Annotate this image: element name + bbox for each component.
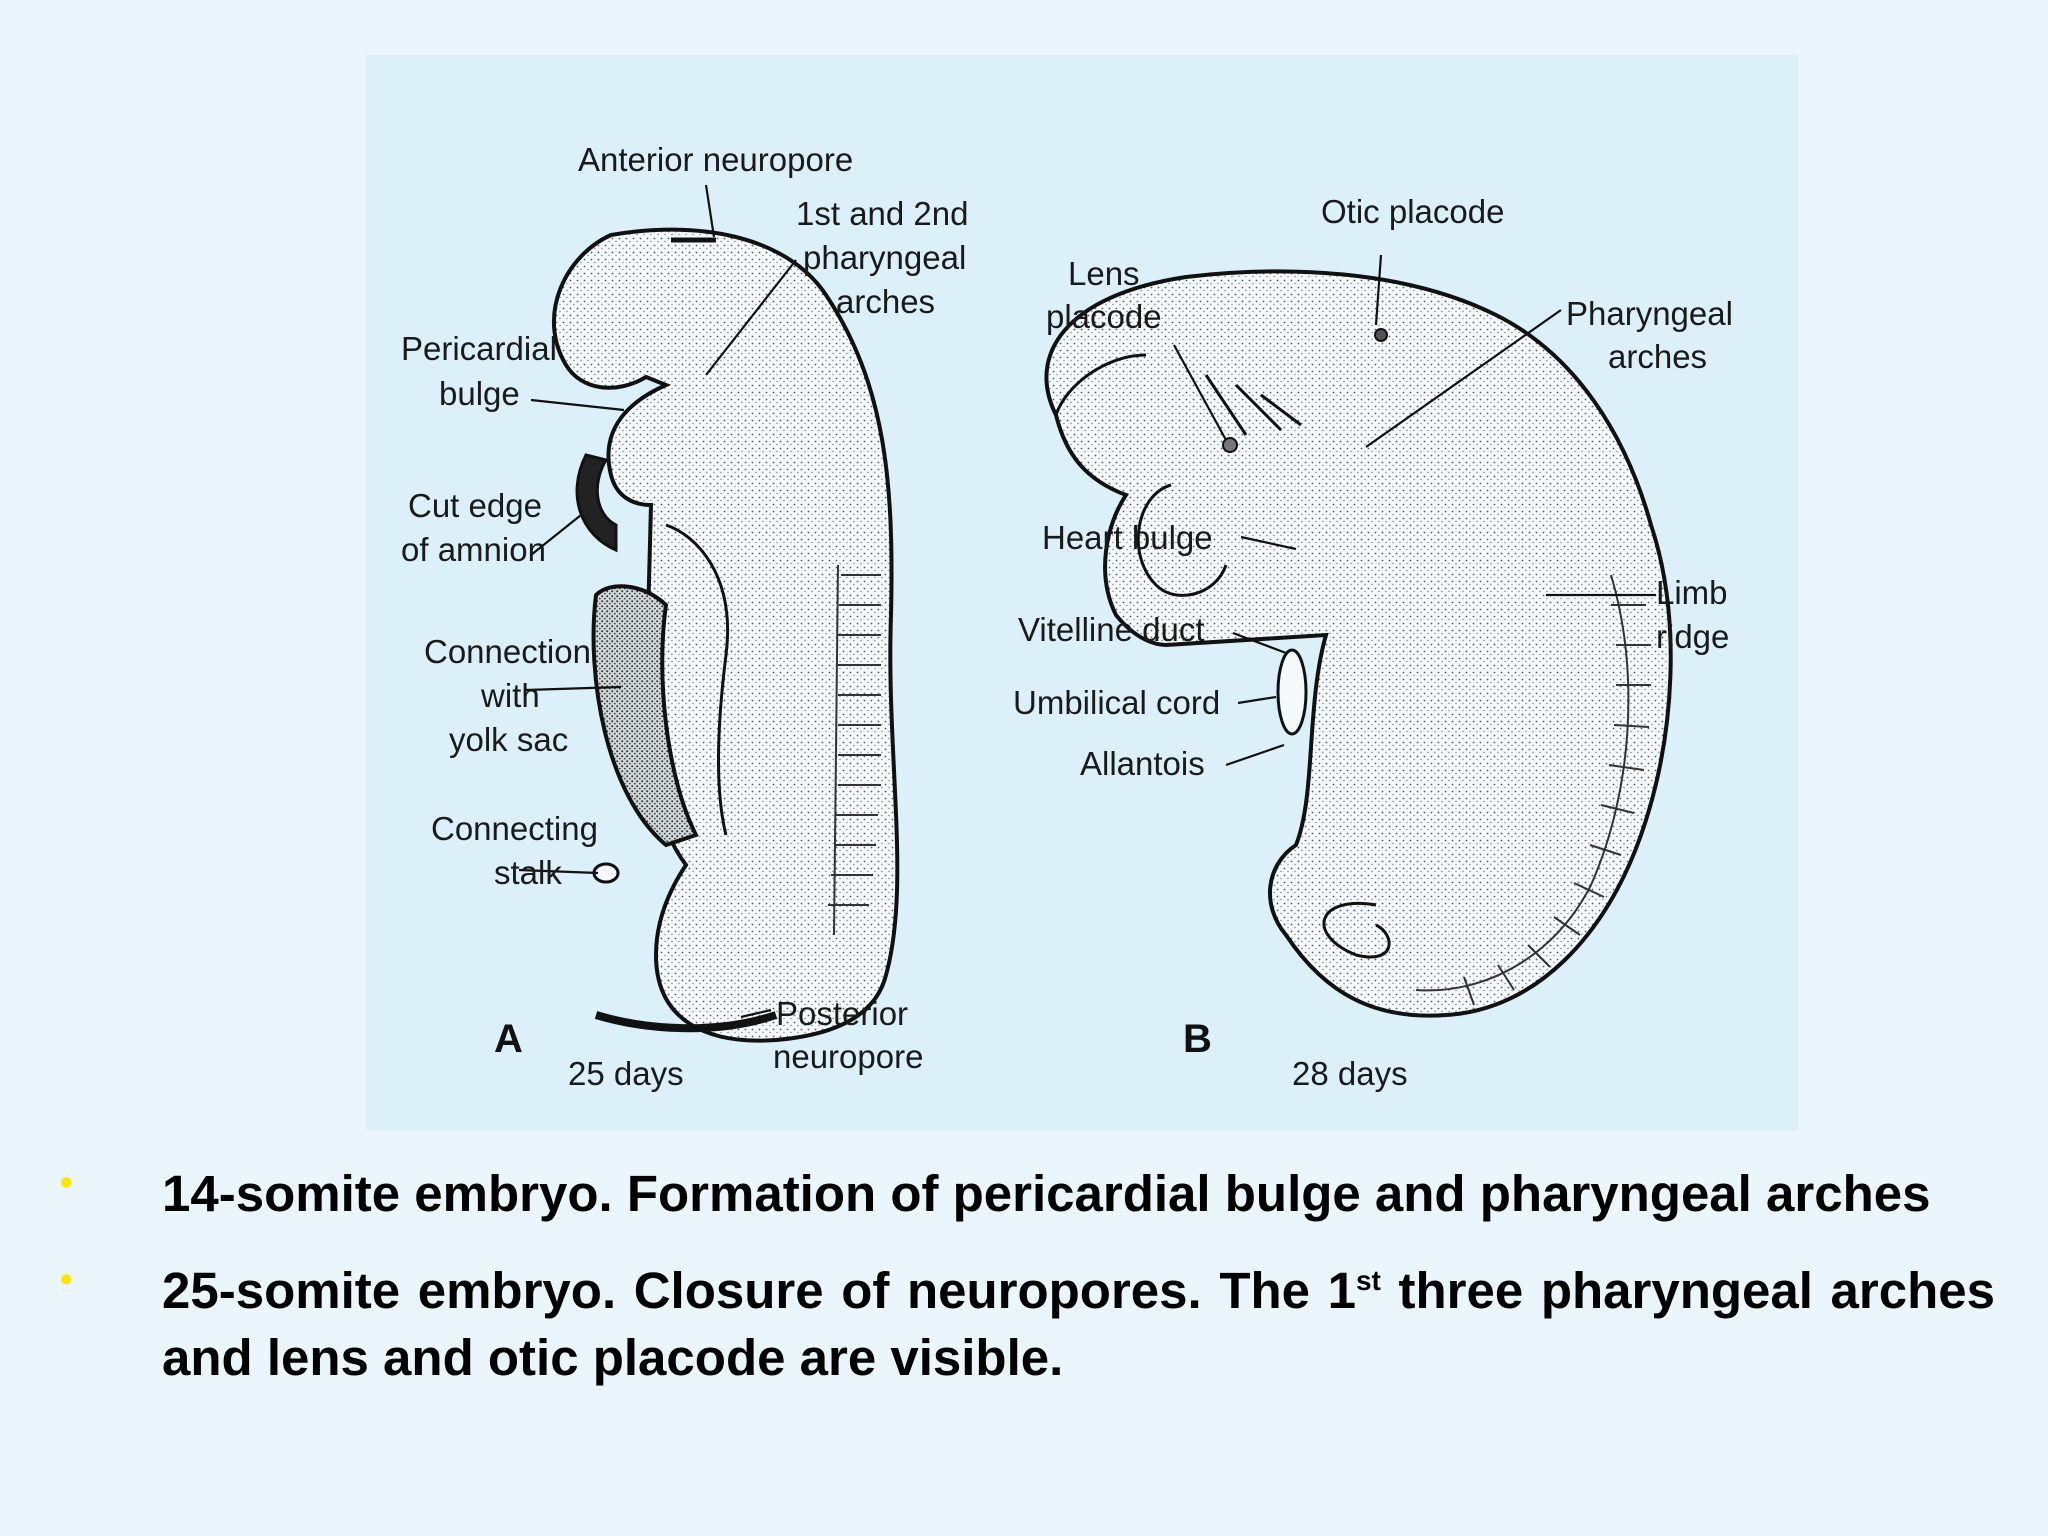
superscript: st	[1355, 1265, 1381, 1296]
label-yolk-1: Connection	[424, 633, 591, 670]
embryo-a-drawing	[551, 227, 900, 1043]
bullet-item: • 25-somite embryo. Closure of neuropore…	[60, 1257, 1995, 1391]
label-posterior-2: neuropore	[773, 1038, 923, 1075]
label-otic-placode: Otic placode	[1321, 193, 1504, 230]
label-pharyngeal-2: arches	[1608, 338, 1707, 375]
label-arches-1: 1st and 2nd	[796, 195, 968, 232]
label-umbilical-cord: Umbilical cord	[1013, 684, 1220, 721]
embryo-figure: Anterior neuropore 1st and 2nd pharyngea…	[366, 55, 1798, 1130]
label-vitelline-duct: Vitelline duct	[1018, 611, 1205, 648]
label-arches-2: pharyngeal	[803, 239, 966, 276]
label-anterior-neuropore: Anterior neuropore	[578, 141, 853, 178]
label-allantois: Allantois	[1080, 745, 1205, 782]
label-arches-3: arches	[836, 283, 935, 320]
panel-a-age: 25 days	[568, 1055, 684, 1092]
label-pericardial-2: bulge	[439, 375, 520, 412]
bullet-text: 14-somite embryo. Formation of pericardi…	[162, 1165, 1931, 1222]
label-lens-1: Lens	[1068, 255, 1140, 292]
label-limb-2: ridge	[1656, 618, 1729, 655]
bullet-list: • 14-somite embryo. Formation of pericar…	[60, 1160, 1995, 1421]
label-yolk-3: yolk sac	[449, 721, 568, 758]
label-cut-edge-1: Cut edge	[408, 487, 542, 524]
label-stalk-1: Connecting	[431, 810, 598, 847]
label-limb-1: Limb	[1656, 574, 1728, 611]
embryo-illustration: Anterior neuropore 1st and 2nd pharyngea…	[401, 141, 1733, 1092]
label-posterior-1: Posterior	[776, 995, 908, 1032]
label-yolk-2: with	[480, 677, 540, 714]
bullet-item: • 14-somite embryo. Formation of pericar…	[60, 1160, 1995, 1227]
bullet-text: 25-somite embryo. Closure of neuropores.…	[162, 1257, 1995, 1391]
label-lens-2: placode	[1046, 298, 1162, 335]
bullet-text-part1: 25-somite embryo. Closure of neuropores.…	[162, 1262, 1356, 1319]
panel-b-age: 28 days	[1292, 1055, 1408, 1092]
bullet-text-part2: three pharyngeal arches and lens and oti…	[162, 1262, 1995, 1386]
label-cut-edge-2: of amnion	[401, 531, 546, 568]
label-heart-bulge: Heart bulge	[1042, 519, 1213, 556]
label-stalk-2: stalk	[494, 854, 562, 891]
label-pericardial-1: Pericardial	[401, 330, 557, 367]
panel-a-letter: A	[494, 1017, 523, 1061]
panel-b-labels: Otic placode Lens placode Pharyngeal arc…	[1013, 193, 1733, 1092]
panel-b-letter: B	[1183, 1017, 1212, 1061]
embryo-b-drawing	[1044, 269, 1673, 1018]
label-pharyngeal-1: Pharyngeal	[1566, 295, 1733, 332]
leader-lines	[518, 184, 1656, 1019]
bullet-marker: •	[60, 1258, 73, 1299]
panel-a-labels: Anterior neuropore 1st and 2nd pharyngea…	[401, 141, 968, 1092]
bullet-marker: •	[60, 1161, 73, 1202]
